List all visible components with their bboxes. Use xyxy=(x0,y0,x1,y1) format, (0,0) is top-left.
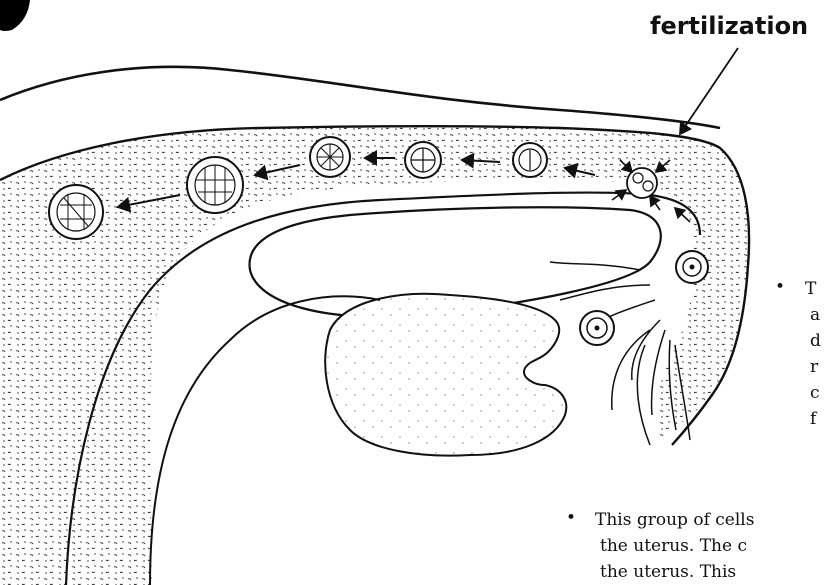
note-right-line-4: r xyxy=(810,357,819,377)
note-right-line-1: T xyxy=(805,279,817,299)
egg-in-oviduct xyxy=(676,251,708,283)
note-bottom-line-2: the uterus. The c xyxy=(600,536,747,556)
note-right-bullet: • xyxy=(775,277,785,297)
embryo-two-cell xyxy=(513,143,547,177)
outer-wall-line xyxy=(0,67,720,128)
note-bottom-line-3: the uterus. This xyxy=(600,562,736,582)
released-egg xyxy=(580,311,614,345)
note-bottom-bullet: • xyxy=(566,508,576,528)
embryo-eight-cell xyxy=(310,137,350,177)
note-right-line-6: f xyxy=(810,409,818,429)
note-right-line-2: a xyxy=(810,305,820,325)
ovary xyxy=(325,294,566,456)
fertilization-label: fertilization xyxy=(650,12,808,40)
corner-mark xyxy=(0,0,30,31)
embryo-morula xyxy=(187,157,243,213)
note-right-line-3: d xyxy=(810,331,821,351)
note-right-line-5: c xyxy=(810,383,820,403)
embryo-four-cell xyxy=(405,142,441,178)
embryo-blastocyst xyxy=(49,185,103,239)
note-bottom-line-1: This group of cells xyxy=(595,510,754,530)
fertilization-pointer xyxy=(680,48,738,134)
